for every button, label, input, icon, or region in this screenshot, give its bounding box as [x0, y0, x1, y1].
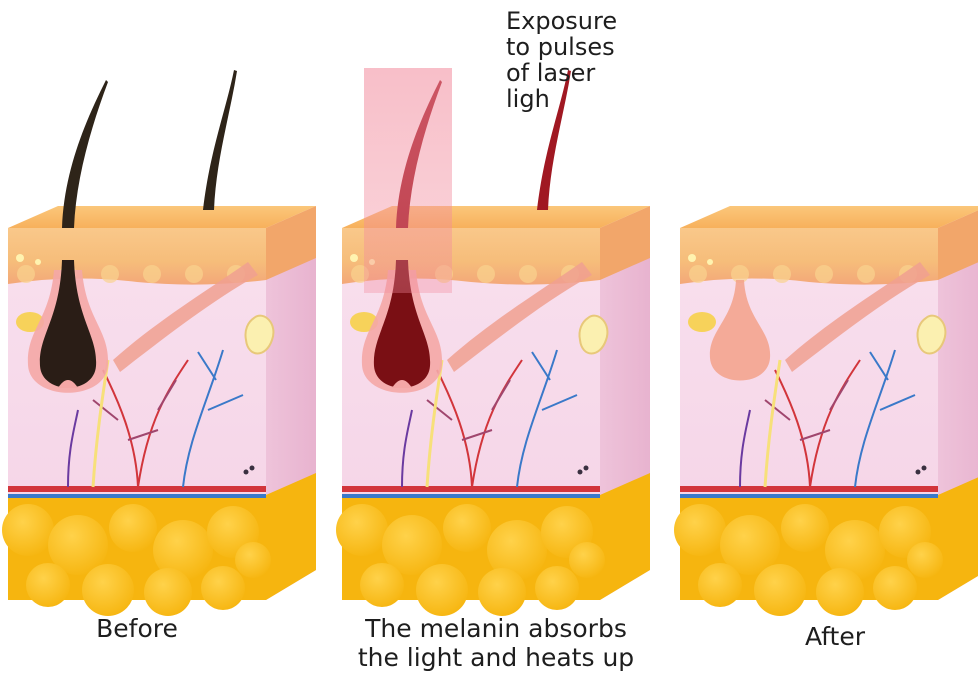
fat-cell [336, 504, 388, 556]
fat-cell [535, 566, 579, 610]
epidermis-cell [857, 265, 875, 283]
nerve-ending [922, 466, 927, 471]
block-side-fat [266, 473, 316, 600]
fat-cell [781, 504, 829, 552]
pore-dot [707, 259, 713, 265]
nerve-ending [250, 466, 255, 471]
fat-cell [907, 542, 943, 578]
skin-block-dark-hair [2, 70, 316, 616]
fat-cell [201, 566, 245, 610]
epidermis-cell [143, 265, 161, 283]
fat-cell [873, 566, 917, 610]
skin-surface [8, 206, 316, 228]
fat-cell [82, 564, 134, 616]
nerve-ending [578, 470, 583, 475]
epidermis-cell [101, 265, 119, 283]
caption-after: After [740, 622, 930, 651]
caption-during: The melanin absorbs the light and heats … [336, 614, 656, 672]
pore-dot [16, 254, 24, 262]
epidermis-cell [773, 265, 791, 283]
laser-annotation: Exposure to pulses of laser ligh [506, 8, 646, 112]
fat-cell [109, 504, 157, 552]
epidermis-cell [519, 265, 537, 283]
epidermis-cell [815, 265, 833, 283]
fat-cell [144, 568, 192, 616]
nerve-ending [244, 470, 249, 475]
second-hair-shaft [203, 70, 237, 210]
epidermis-cell [185, 265, 203, 283]
epidermis-cell [689, 265, 707, 283]
caption-before: Before [42, 614, 232, 643]
block-side-fat [600, 473, 650, 600]
sebaceous-gland [688, 312, 716, 332]
fat-cell [2, 504, 54, 556]
pore-dot [350, 254, 358, 262]
laser-beam [364, 68, 452, 293]
fat-cell [443, 504, 491, 552]
fat-cell [360, 563, 404, 607]
fat-cell [674, 504, 726, 556]
fat-cell [569, 542, 605, 578]
fat-cell [478, 568, 526, 616]
fat-cell [235, 542, 271, 578]
skin-block-removed-hair [674, 206, 978, 616]
skin-surface [680, 206, 978, 228]
skin-block-heated-hair [336, 68, 650, 616]
fat-cell [26, 563, 70, 607]
fat-cell [816, 568, 864, 616]
pore-dot [688, 254, 696, 262]
nerve-ending [916, 470, 921, 475]
epidermis-cell [477, 265, 495, 283]
fat-cell [698, 563, 742, 607]
nerve-ending [584, 466, 589, 471]
hair-shaft [62, 80, 108, 228]
epidermis-cell [17, 265, 35, 283]
fat-cell [416, 564, 468, 616]
pore-dot [35, 259, 41, 265]
fat-cell [754, 564, 806, 616]
